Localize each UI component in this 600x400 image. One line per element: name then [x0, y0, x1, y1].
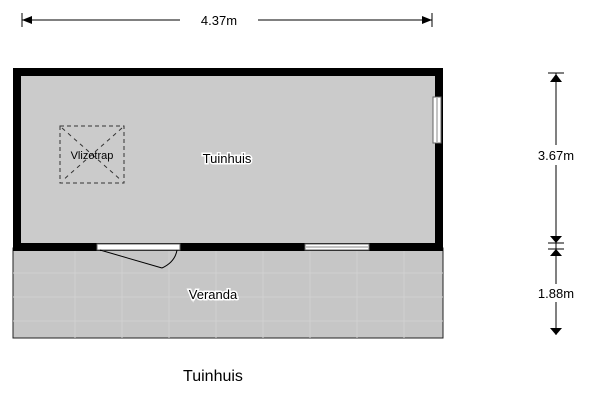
door — [96, 243, 181, 269]
width-dimension: 4.37m — [21, 13, 433, 28]
main-depth-label: 3.67m — [538, 148, 574, 163]
window-right — [432, 96, 442, 144]
depth-dimensions: 3.67m 1.88m — [538, 72, 574, 335]
attic-hatch: Vlizotrap — [59, 125, 125, 184]
width-label: 4.37m — [201, 13, 237, 28]
plan-title: Tuinhuis — [183, 368, 243, 385]
porch-depth-label: 1.88m — [538, 286, 574, 301]
veranda-area: Veranda — [12, 247, 444, 339]
tuinhuis-label: Tuinhuis — [203, 151, 252, 166]
tuinhuis-room: Tuinhuis — [13, 68, 443, 251]
attic-hatch-label: Vlizotrap — [71, 150, 114, 162]
window-bottom — [304, 243, 370, 251]
veranda-label: Veranda — [189, 287, 238, 302]
